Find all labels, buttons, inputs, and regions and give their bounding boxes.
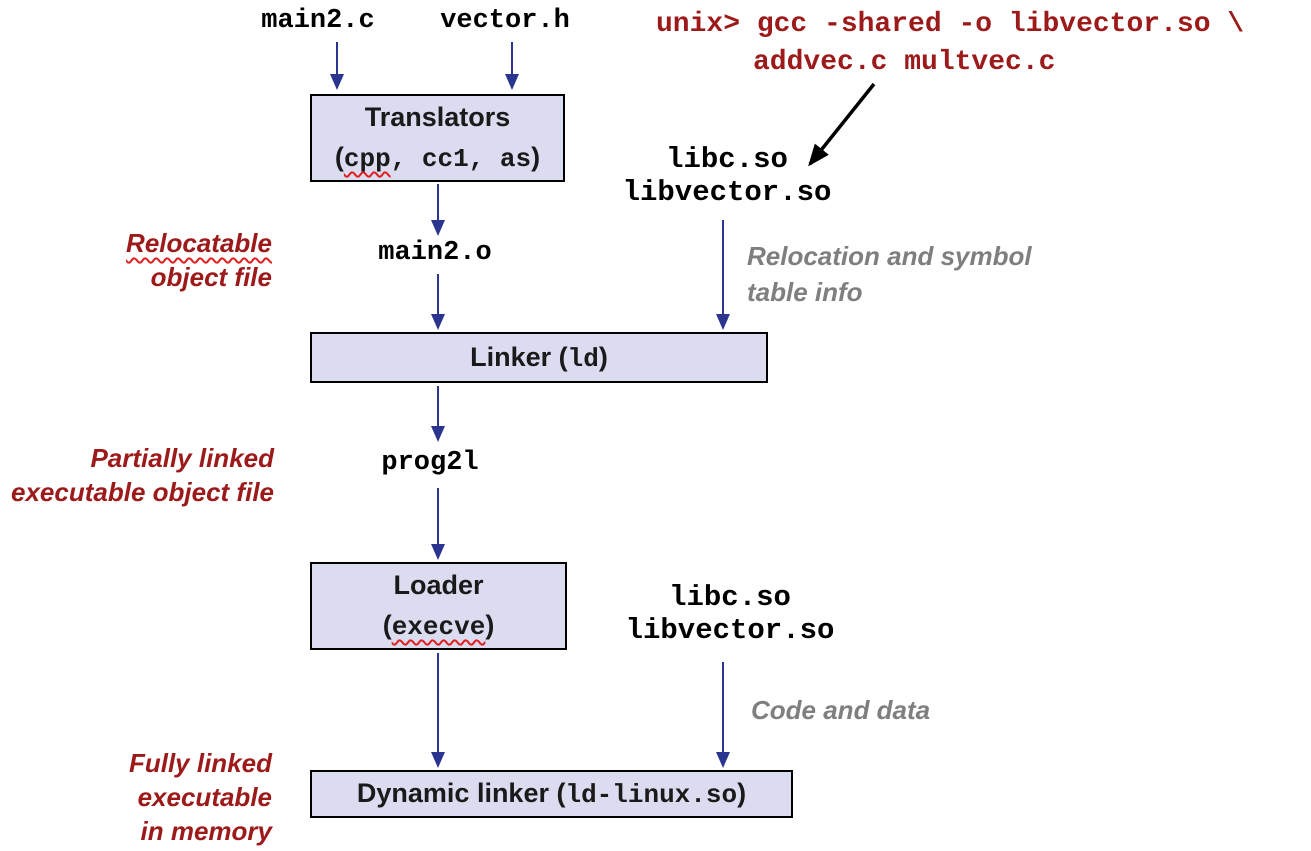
translators-box: Translators (cpp, cc1, as) bbox=[310, 94, 565, 182]
linker-label-prefix: Linker ( bbox=[470, 341, 568, 372]
relocatable-label-line2: object file bbox=[150, 262, 272, 292]
relocation-annotation-line1: Relocation and symbol bbox=[747, 241, 1032, 271]
translators-tool-cpp: cpp bbox=[343, 144, 391, 174]
loader-paren-close: ) bbox=[485, 610, 495, 640]
fully-linked-label: Fully linked executable in memory bbox=[20, 746, 272, 848]
partially-linked-label: Partially linked executable object file bbox=[0, 441, 274, 509]
linker-label-suffix: ) bbox=[598, 341, 608, 372]
dynamic-linker-tool: ld-linux.so bbox=[565, 780, 738, 810]
libvector-so-label: libvector.so bbox=[622, 176, 832, 209]
gcc-command-line2: addvec.c multvec.c bbox=[753, 47, 1056, 78]
translators-tools-rest: , cc1, as bbox=[390, 144, 532, 174]
libc-so-label-2: libc.so bbox=[669, 581, 791, 614]
libvector-so-label-2: libvector.so bbox=[625, 614, 835, 647]
object-file-main2o-label: main2.o bbox=[378, 238, 492, 268]
loader-tool-execve: execve bbox=[391, 612, 486, 642]
dynamic-linker-label-suffix: ) bbox=[737, 778, 747, 808]
loader-box-title: Loader bbox=[393, 570, 484, 600]
loader-paren-open: ( bbox=[382, 610, 392, 640]
gcc-shared-command: unix> gcc -shared -o libvector.so \ addv… bbox=[656, 6, 1244, 82]
linker-box: Linker (ld) bbox=[310, 332, 768, 383]
header-file-vectorh-label: vector.h bbox=[440, 6, 570, 36]
dynamic-linker-label-prefix: Dynamic linker ( bbox=[356, 778, 566, 808]
translators-box-tools: (cpp, cc1, as) bbox=[335, 137, 540, 179]
fully-linked-line1: Fully linked bbox=[128, 748, 272, 778]
translators-box-title: Translators bbox=[364, 102, 511, 132]
relocatable-label-line1: Relocatable bbox=[126, 228, 272, 258]
linker-box-label: Linker (ld) bbox=[470, 337, 608, 379]
shared-libs-load-time-label: libc.so libvector.so bbox=[626, 581, 835, 647]
linker-tool-ld: ld bbox=[567, 343, 599, 374]
relocation-annotation-line2: table info bbox=[747, 277, 863, 307]
source-file-main2c-label: main2.c bbox=[261, 6, 375, 36]
loader-box: Loader (execve) bbox=[310, 562, 567, 650]
translators-paren-open: ( bbox=[334, 142, 344, 172]
gcc-command-line1: unix> gcc -shared -o libvector.so \ bbox=[656, 9, 1245, 40]
dynamic-linker-box-label: Dynamic linker (ld-linux.so) bbox=[357, 773, 746, 815]
fully-linked-line2: executable bbox=[137, 782, 272, 812]
relocatable-object-file-label: Relocatable object file bbox=[20, 226, 272, 294]
partially-linked-line2: executable object file bbox=[11, 477, 274, 507]
shared-libs-link-time-label: libc.so libvector.so bbox=[623, 143, 832, 209]
fully-linked-line3: in memory bbox=[140, 816, 273, 846]
executable-prog2l-label: prog2l bbox=[381, 448, 479, 478]
libc-so-label: libc.so bbox=[666, 143, 788, 176]
partially-linked-line1: Partially linked bbox=[90, 443, 274, 473]
relocation-symbol-table-annotation: Relocation and symbol table info bbox=[747, 238, 1032, 310]
code-and-data-annotation: Code and data bbox=[751, 695, 931, 725]
loader-box-tool: (execve) bbox=[383, 605, 495, 647]
translators-paren-close: ) bbox=[531, 142, 541, 172]
dynamic-linker-box: Dynamic linker (ld-linux.so) bbox=[310, 770, 793, 818]
